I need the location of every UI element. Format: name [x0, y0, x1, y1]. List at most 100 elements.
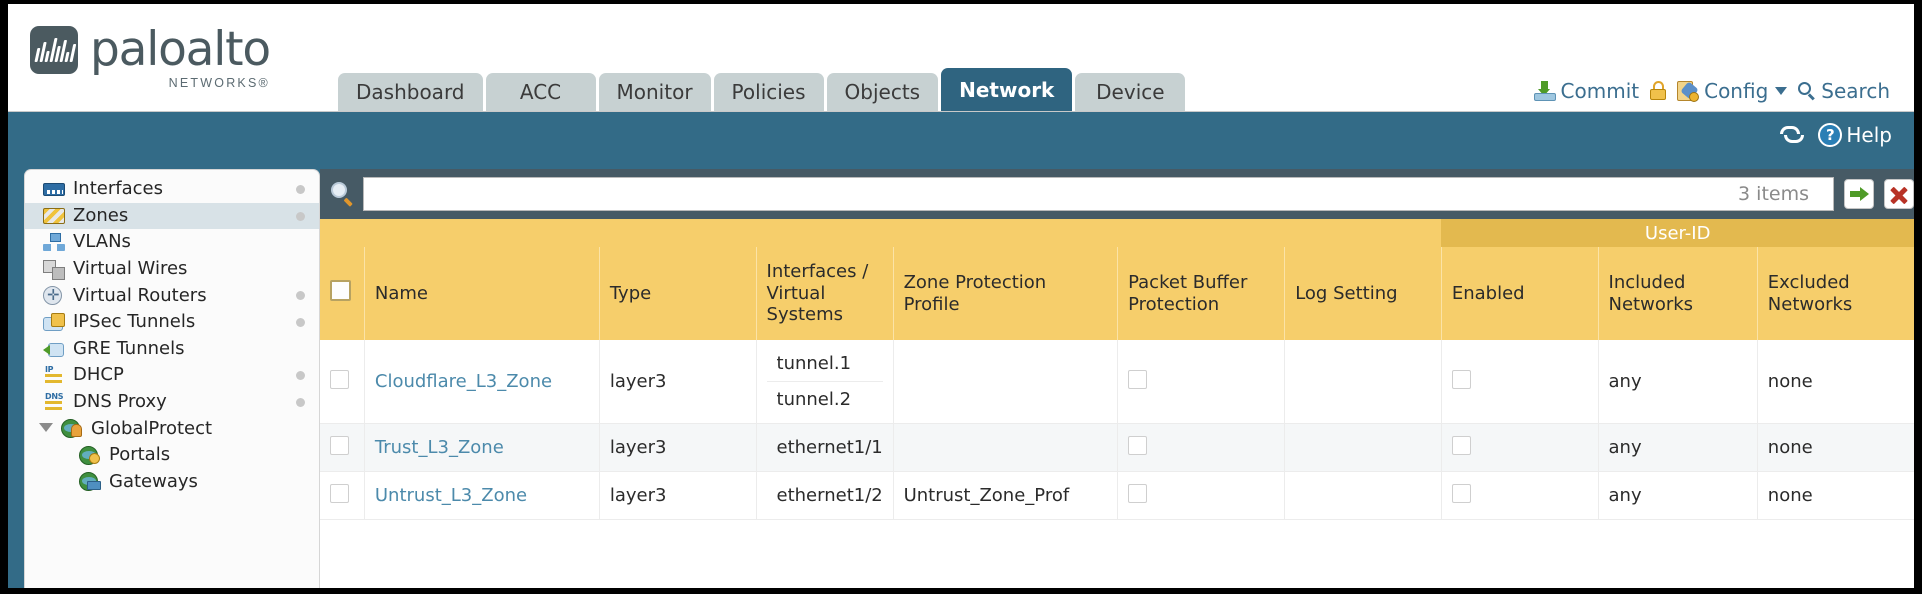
zone-name-link[interactable]: Trust_L3_Zone	[374, 437, 504, 458]
userid-enabled-checkbox[interactable]	[1451, 483, 1471, 503]
sidebar-item-label: VLANs	[73, 231, 131, 253]
sidebar-item-virtual-routers[interactable]: Virtual Routers	[25, 282, 319, 309]
zones-table-container: User-ID Name Type Interfaces / Virtual S…	[320, 219, 1914, 588]
sidebar-item-label: Virtual Routers	[73, 284, 207, 306]
row-select-cell[interactable]	[320, 340, 365, 424]
expander-triangle-icon[interactable]	[39, 423, 53, 433]
filter-bar: 3 items	[320, 169, 1914, 219]
cell-name[interactable]: Cloudflare_L3_Zone	[364, 340, 600, 424]
cell-userid-enabled[interactable]	[1441, 471, 1599, 520]
sidebar-item-portals[interactable]: Portals	[25, 442, 319, 469]
search-icon[interactable]	[330, 181, 356, 207]
interface-list: ethernet1/2	[767, 478, 883, 513]
sidebar-item-label: DHCP	[73, 364, 124, 386]
cell-userid-enabled[interactable]	[1441, 423, 1599, 472]
col-header-zone-protection-profile[interactable]: Zone Protection Profile	[893, 247, 1119, 340]
icon-tag-label: IP	[45, 364, 54, 374]
packet-buffer-protection-checkbox[interactable]	[1128, 435, 1148, 455]
userid-enabled-checkbox[interactable]	[1451, 369, 1471, 389]
config-menu[interactable]: Config	[1677, 79, 1788, 103]
sidebar-item-gateways[interactable]: Gateways	[25, 469, 319, 496]
brand-logo[interactable]: paloalto NETWORKS®	[30, 26, 271, 90]
select-all-checkbox[interactable]	[330, 280, 351, 302]
zone-name-link[interactable]: Untrust_L3_Zone	[374, 485, 528, 506]
sidebar-item-zones[interactable]: Zones	[25, 202, 319, 230]
zone-name-link[interactable]: Cloudflare_L3_Zone	[374, 371, 553, 392]
tab-objects[interactable]: Objects	[826, 73, 939, 111]
row-checkbox[interactable]	[330, 483, 349, 503]
col-header-interfaces[interactable]: Interfaces / Virtual Systems	[756, 247, 894, 340]
cell-zone-protection-profile	[893, 340, 1119, 424]
sidebar-item-label: IPSec Tunnels	[73, 311, 196, 333]
cell-packet-buffer-protection[interactable]	[1117, 423, 1286, 472]
apply-filter-button[interactable]	[1844, 179, 1874, 209]
sidebar-item-virtual-wires[interactable]: Virtual Wires	[25, 256, 319, 283]
col-header-packet-buffer-protection[interactable]: Packet Buffer Protection	[1117, 247, 1286, 340]
padlock-icon[interactable]	[1650, 81, 1667, 101]
zones-icon	[43, 206, 65, 225]
sidebar-item-ipsec-tunnels[interactable]: IPSec Tunnels	[25, 309, 319, 336]
packet-buffer-protection-checkbox[interactable]	[1128, 369, 1148, 389]
col-header-name[interactable]: Name	[364, 247, 600, 340]
config-label: Config	[1704, 79, 1769, 103]
sidebar-item-dhcp[interactable]: IP DHCP	[25, 362, 319, 389]
interface-item: tunnel.1	[776, 353, 852, 374]
cell-name[interactable]: Untrust_L3_Zone	[364, 471, 600, 520]
excluded-networks-value: none	[1767, 371, 1813, 392]
content-panel: 3 items User-ID	[320, 169, 1914, 588]
vlans-icon	[43, 232, 65, 252]
interfaces-glyph	[43, 182, 65, 196]
packet-buffer-protection-checkbox[interactable]	[1128, 483, 1148, 503]
interface-item: ethernet1/1	[776, 437, 883, 458]
tab-device[interactable]: Device	[1075, 73, 1186, 111]
refresh-icon[interactable]	[1780, 124, 1805, 146]
col-header-included-networks[interactable]: Included Networks	[1598, 247, 1758, 340]
dhcp-icon: IP	[43, 364, 65, 385]
tab-network[interactable]: Network	[941, 68, 1073, 111]
tab-dashboard[interactable]: Dashboard	[338, 73, 483, 111]
sidebar-item-gre-tunnels[interactable]: GRE Tunnels	[25, 336, 319, 363]
col-header-type[interactable]: Type	[599, 247, 757, 340]
row-select-cell[interactable]	[320, 471, 365, 520]
included-networks-value: any	[1608, 485, 1642, 506]
search-button[interactable]: Search	[1798, 79, 1890, 103]
row-checkbox[interactable]	[330, 369, 349, 389]
top-actions: Commit Config Search	[1533, 79, 1890, 103]
sidebar-item-globalprotect[interactable]: GlobalProtect	[25, 415, 319, 442]
userid-enabled-checkbox[interactable]	[1451, 435, 1471, 455]
select-all-header[interactable]	[320, 247, 365, 340]
sidebar-item-interfaces[interactable]: Interfaces	[25, 176, 319, 203]
sidebar-item-label: Gateways	[109, 470, 198, 492]
commit-label: Commit	[1560, 79, 1640, 103]
table-header-row: Name Type Interfaces / Virtual Systems Z…	[320, 247, 1914, 340]
zone-type-value: layer3	[609, 371, 667, 392]
cell-packet-buffer-protection[interactable]	[1117, 340, 1286, 424]
help-button[interactable]: ? Help	[1818, 123, 1892, 147]
sidebar-item-vlans[interactable]: VLANs	[25, 229, 319, 256]
search-input[interactable]	[363, 177, 1834, 211]
tab-policies[interactable]: Policies	[713, 73, 824, 111]
sidebar-item-indicator-dot	[296, 371, 305, 381]
col-header-excluded-networks[interactable]: Excluded Networks	[1757, 247, 1914, 340]
commit-button[interactable]: Commit	[1533, 79, 1640, 103]
group-header-user-id: User-ID	[1441, 219, 1914, 247]
row-checkbox[interactable]	[330, 435, 349, 455]
cell-userid-enabled[interactable]	[1441, 340, 1599, 424]
clear-filter-button[interactable]	[1884, 179, 1914, 209]
search-label: Search	[1821, 79, 1890, 103]
col-header-log-setting[interactable]: Log Setting	[1284, 247, 1442, 340]
cell-name[interactable]: Trust_L3_Zone	[364, 423, 600, 472]
sidebar-item-indicator-dot	[296, 397, 305, 407]
col-header-userid-enabled[interactable]: Enabled	[1441, 247, 1599, 340]
tab-acc[interactable]: ACC	[485, 73, 596, 111]
dns-proxy-icon: DNS	[43, 392, 65, 412]
row-select-cell[interactable]	[320, 423, 365, 472]
cell-packet-buffer-protection[interactable]	[1117, 471, 1286, 520]
tab-monitor[interactable]: Monitor	[598, 73, 711, 111]
